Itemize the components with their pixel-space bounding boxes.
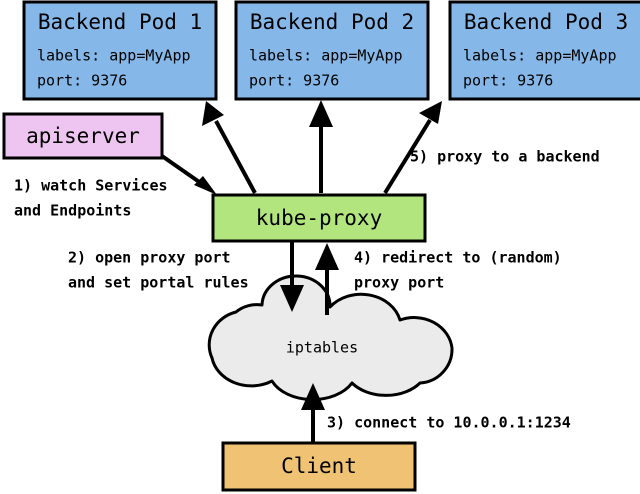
edge-iptables-down-arrowhead [280, 285, 304, 312]
step-label-1: 1) watch Services and Endpoints [14, 177, 168, 220]
edge-kube-proxy-to-pod-2 [309, 100, 333, 193]
backend-pod-3-port: port: 9376 [463, 72, 553, 90]
edge-pod3-arrowhead [419, 101, 442, 124]
step-4-line-1: 4) redirect to (random) [354, 249, 562, 267]
node-kube-proxy[interactable]: kube-proxy [211, 193, 427, 243]
edge-pod2-arrowhead [309, 100, 333, 127]
backend-pod-3-labels: labels: app=MyApp [463, 47, 617, 65]
step-label-3: 3) connect to 10.0.0.1:1234 [327, 414, 571, 432]
kube-proxy-title: kube-proxy [256, 206, 382, 230]
step-2-line-1: 2) open proxy port [68, 249, 231, 267]
backend-pod-1-title: Backend Pod 1 [38, 10, 202, 34]
apiserver-box [2, 112, 164, 160]
backend-pod-2-port: port: 9376 [249, 72, 339, 90]
step-3-line-1: 3) connect to 10.0.0.1:1234 [327, 414, 571, 432]
backend-pod-2-title: Backend Pod 2 [250, 10, 414, 34]
backend-pod-2-box [234, 0, 430, 101]
step-label-5: 5) proxy to a backend [410, 148, 600, 166]
edge-pod1-arrowhead [202, 101, 224, 126]
backend-pod-1-box [22, 0, 218, 101]
backend-pod-3-title: Backend Pod 3 [464, 10, 628, 34]
edge-iptables-up-arrowhead [315, 243, 339, 270]
backend-pod-3-box [448, 0, 640, 101]
node-client[interactable]: Client [221, 441, 417, 492]
node-backend-pod-1[interactable]: Backend Pod 1 labels: app=MyApp port: 93… [22, 0, 218, 101]
edge-client-to-iptables [301, 383, 325, 443]
node-backend-pod-3[interactable]: Backend Pod 3 labels: app=MyApp port: 93… [448, 0, 640, 101]
node-backend-pod-2[interactable]: Backend Pod 2 labels: app=MyApp port: 93… [234, 0, 430, 101]
edge-kube-proxy-to-pod-3 [383, 101, 442, 195]
step-label-2: 2) open proxy port and set portal rules [68, 249, 249, 292]
edge-kube-proxy-to-pod-1 [202, 101, 257, 194]
step-2-line-2: and set portal rules [68, 274, 249, 292]
step-label-4: 4) redirect to (random) proxy port [354, 249, 562, 292]
client-title: Client [281, 454, 357, 478]
edge-pod1-line [214, 120, 257, 194]
edge-apiserver-line [160, 154, 207, 188]
edge-kube-proxy-to-iptables [280, 242, 304, 312]
edge-iptables-to-kube-proxy [315, 243, 339, 315]
backend-pod-1-port: port: 9376 [37, 72, 127, 90]
step-4-line-2: proxy port [354, 274, 444, 292]
step-1-line-2: and Endpoints [14, 202, 131, 220]
edge-client-arrowhead [301, 383, 325, 410]
edge-pod3-line [383, 118, 432, 195]
iptables-cloud-shape [207, 274, 454, 402]
step-1-line-1: 1) watch Services [14, 177, 168, 195]
backend-pod-1-labels: labels: app=MyApp [37, 47, 191, 65]
edge-apiserver-arrowhead [194, 176, 217, 195]
step-5-line-1: 5) proxy to a backend [410, 148, 600, 166]
apiserver-title: apiserver [26, 124, 140, 148]
iptables-label: iptables [286, 339, 358, 357]
kube-proxy-box [211, 193, 427, 243]
edge-apiserver-to-kube-proxy [160, 154, 217, 195]
node-iptables-cloud[interactable]: iptables [207, 274, 454, 402]
client-box [221, 441, 417, 492]
backend-pod-2-labels: labels: app=MyApp [249, 47, 403, 65]
node-apiserver[interactable]: apiserver [2, 112, 164, 160]
